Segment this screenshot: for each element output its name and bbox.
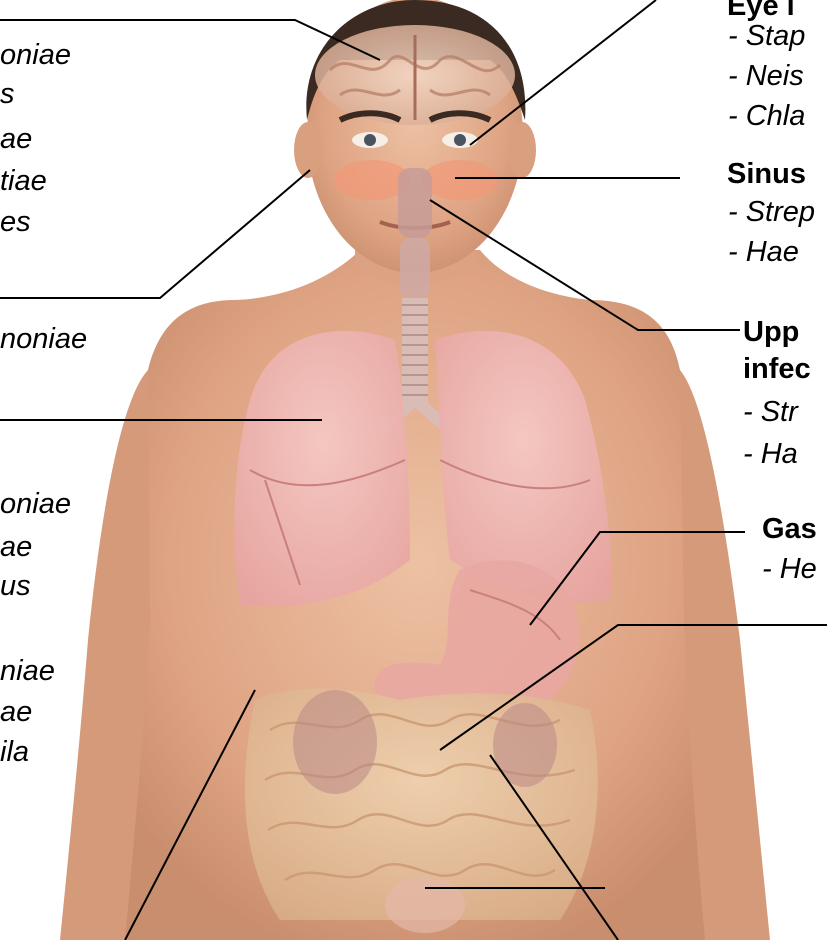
- eye-heading: Eye i: [727, 0, 795, 21]
- left-label-3: ae: [0, 125, 32, 154]
- left-label-2: s: [0, 80, 15, 109]
- eye-item-1: - Stap: [728, 22, 805, 51]
- left-label-12: ila: [0, 738, 29, 767]
- upper-respiratory-heading-1: Upp: [743, 318, 799, 347]
- left-label-1: oniae: [0, 41, 71, 70]
- left-label-11: ae: [0, 698, 32, 727]
- left-label-9: us: [0, 572, 31, 601]
- sinus-item-1: - Strep: [728, 198, 815, 227]
- left-kidney: [293, 690, 377, 794]
- left-label-5: es: [0, 208, 31, 237]
- sinus-heading: Sinus: [727, 160, 806, 189]
- upper-respiratory-item-2: - Ha: [743, 440, 798, 469]
- sinus-item-2: - Hae: [728, 238, 799, 267]
- eye-item-3: - Chla: [728, 102, 805, 131]
- left-label-6: noniae: [0, 325, 87, 354]
- eye-item-2: - Neis: [728, 62, 804, 91]
- left-label-4: tiae: [0, 167, 47, 196]
- sinus-right: [422, 160, 498, 200]
- left-label-10: niae: [0, 657, 55, 686]
- upper-respiratory-heading-2: infec: [743, 355, 811, 384]
- upper-respiratory-item-1: - Str: [743, 398, 798, 427]
- trachea: [402, 298, 428, 403]
- gastric-heading: Gas: [762, 515, 817, 544]
- airway: [398, 168, 432, 238]
- left-label-8: ae: [0, 533, 32, 562]
- left-label-7: oniae: [0, 490, 71, 519]
- gastric-item-1: - He: [762, 555, 817, 584]
